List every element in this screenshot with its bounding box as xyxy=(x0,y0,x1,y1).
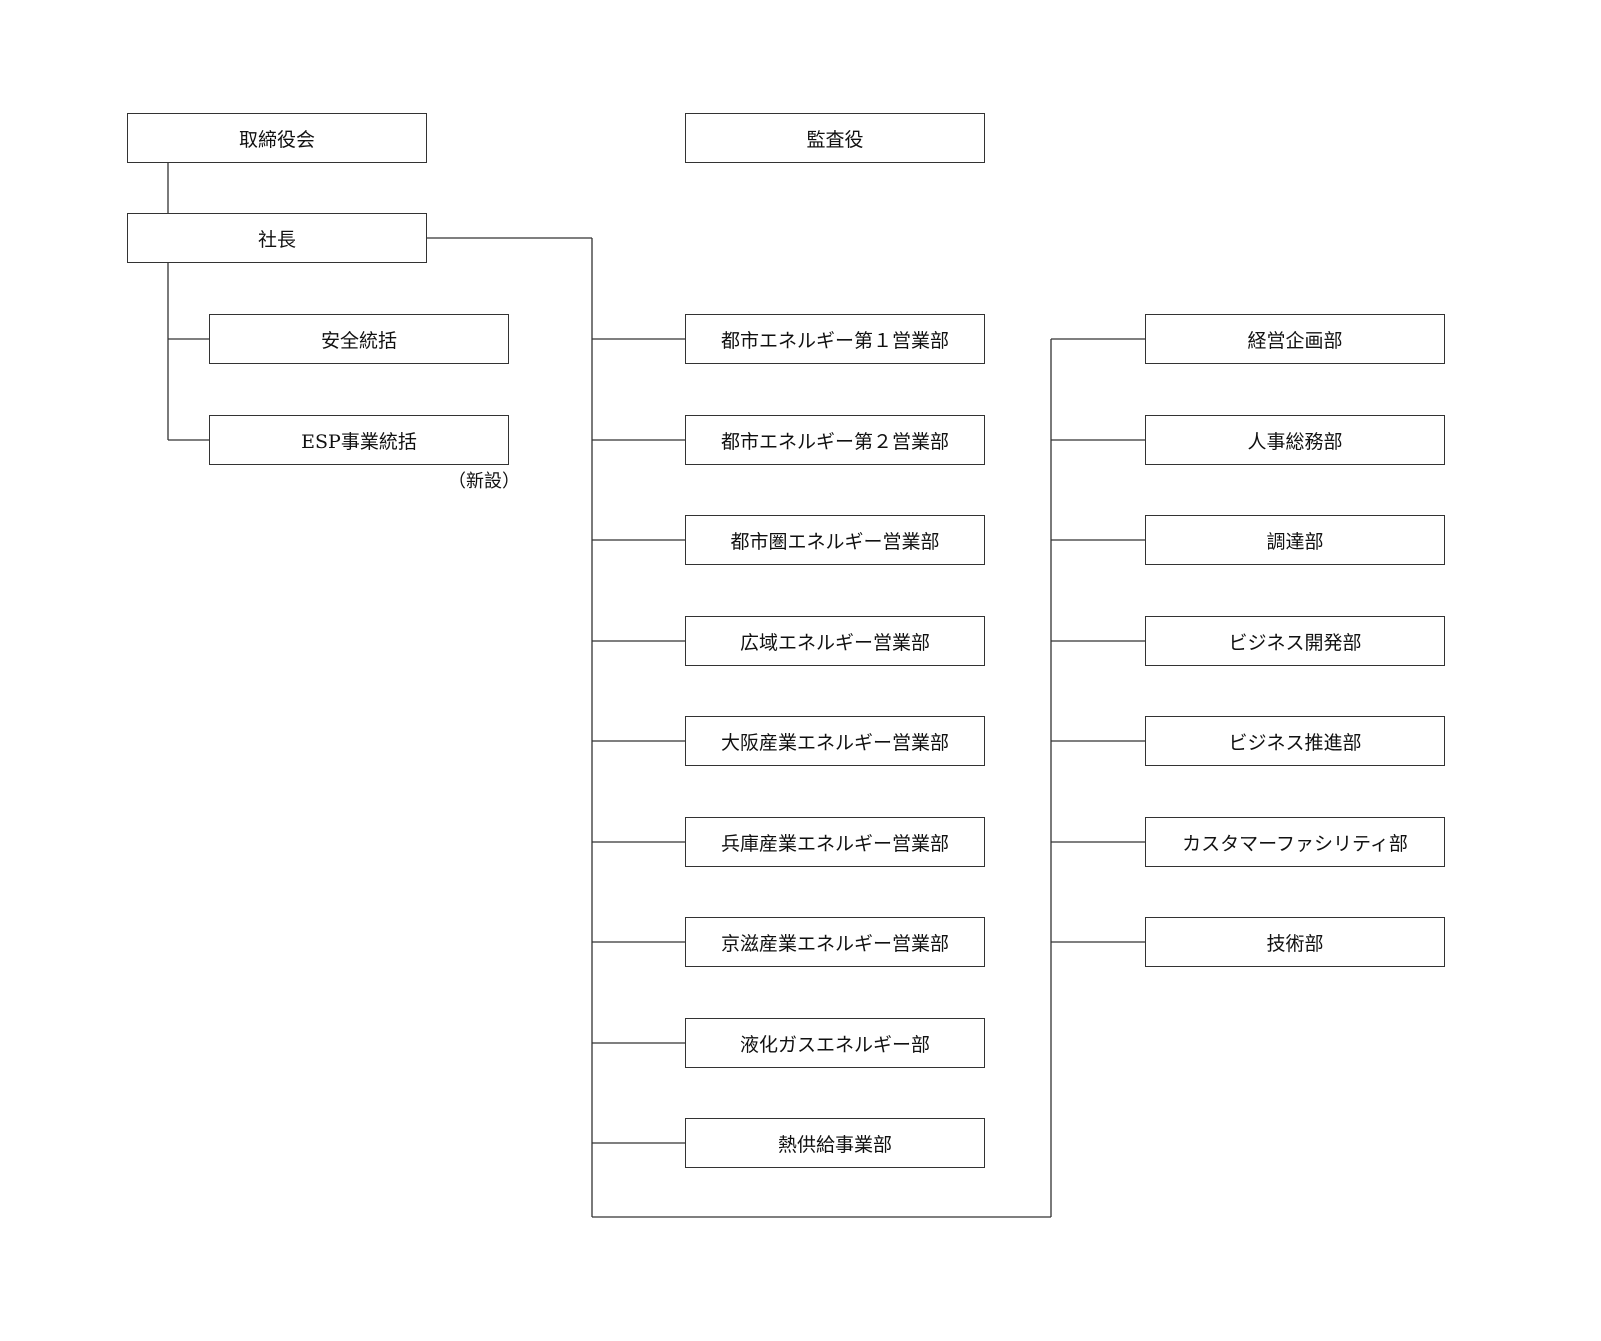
sales-dept-label: 京滋産業エネルギー営業部 xyxy=(720,932,949,955)
president-label: 社長 xyxy=(257,228,296,251)
auditor-label: 監査役 xyxy=(806,128,864,151)
sales-dept-box: 京滋産業エネルギー営業部 xyxy=(685,917,985,967)
corporate-dept-label: 調達部 xyxy=(1266,530,1324,553)
sales-dept-label: 兵庫産業エネルギー営業部 xyxy=(720,832,949,855)
president-box: 社長 xyxy=(127,213,427,263)
sales-dept-label: 都市エネルギー第１営業部 xyxy=(720,329,949,352)
corporate-dept-box: カスタマーファシリティ部 xyxy=(1145,817,1445,867)
sales-dept-label: 熱供給事業部 xyxy=(777,1133,892,1156)
sales-dept-label: 液化ガスエネルギー部 xyxy=(739,1033,930,1056)
sales-dept-box: 都市エネルギー第２営業部 xyxy=(685,415,985,465)
corporate-dept-label: ビジネス推進部 xyxy=(1228,731,1362,754)
corporate-dept-box: 経営企画部 xyxy=(1145,314,1445,364)
sales-dept-label: 都市エネルギー第２営業部 xyxy=(720,430,949,453)
sales-dept-box: 液化ガスエネルギー部 xyxy=(685,1018,985,1068)
sales-dept-box: 広域エネルギー営業部 xyxy=(685,616,985,666)
staff-esp-box: ESP事業統括 xyxy=(209,415,509,465)
sales-dept-label: 広域エネルギー営業部 xyxy=(739,631,930,654)
sales-dept-box: 兵庫産業エネルギー営業部 xyxy=(685,817,985,867)
corporate-dept-box: ビジネス開発部 xyxy=(1145,616,1445,666)
staff-safety-label: 安全統括 xyxy=(320,329,397,352)
corporate-dept-label: ビジネス開発部 xyxy=(1228,631,1362,654)
corporate-dept-label: 経営企画部 xyxy=(1247,329,1343,352)
board-of-directors-box: 取締役会 xyxy=(127,113,427,163)
sales-dept-box: 都市エネルギー第１営業部 xyxy=(685,314,985,364)
corporate-dept-label: 人事総務部 xyxy=(1247,430,1343,453)
sales-dept-label: 都市圏エネルギー営業部 xyxy=(730,530,940,553)
corporate-dept-label: 技術部 xyxy=(1266,932,1324,955)
corporate-dept-box: 技術部 xyxy=(1145,917,1445,967)
sales-dept-box: 熱供給事業部 xyxy=(685,1118,985,1168)
corporate-dept-box: ビジネス推進部 xyxy=(1145,716,1445,766)
corporate-dept-box: 人事総務部 xyxy=(1145,415,1445,465)
sales-dept-label: 大阪産業エネルギー営業部 xyxy=(720,731,949,754)
staff-esp-new-note: （新設） xyxy=(448,471,520,492)
staff-safety-box: 安全統括 xyxy=(209,314,509,364)
sales-dept-box: 都市圏エネルギー営業部 xyxy=(685,515,985,565)
sales-dept-box: 大阪産業エネルギー営業部 xyxy=(685,716,985,766)
corporate-dept-box: 調達部 xyxy=(1145,515,1445,565)
board-of-directors-label: 取締役会 xyxy=(238,128,315,151)
staff-esp-label: ESP事業統括 xyxy=(301,430,417,453)
auditor-box: 監査役 xyxy=(685,113,985,163)
corporate-dept-label: カスタマーファシリティ部 xyxy=(1182,832,1408,855)
